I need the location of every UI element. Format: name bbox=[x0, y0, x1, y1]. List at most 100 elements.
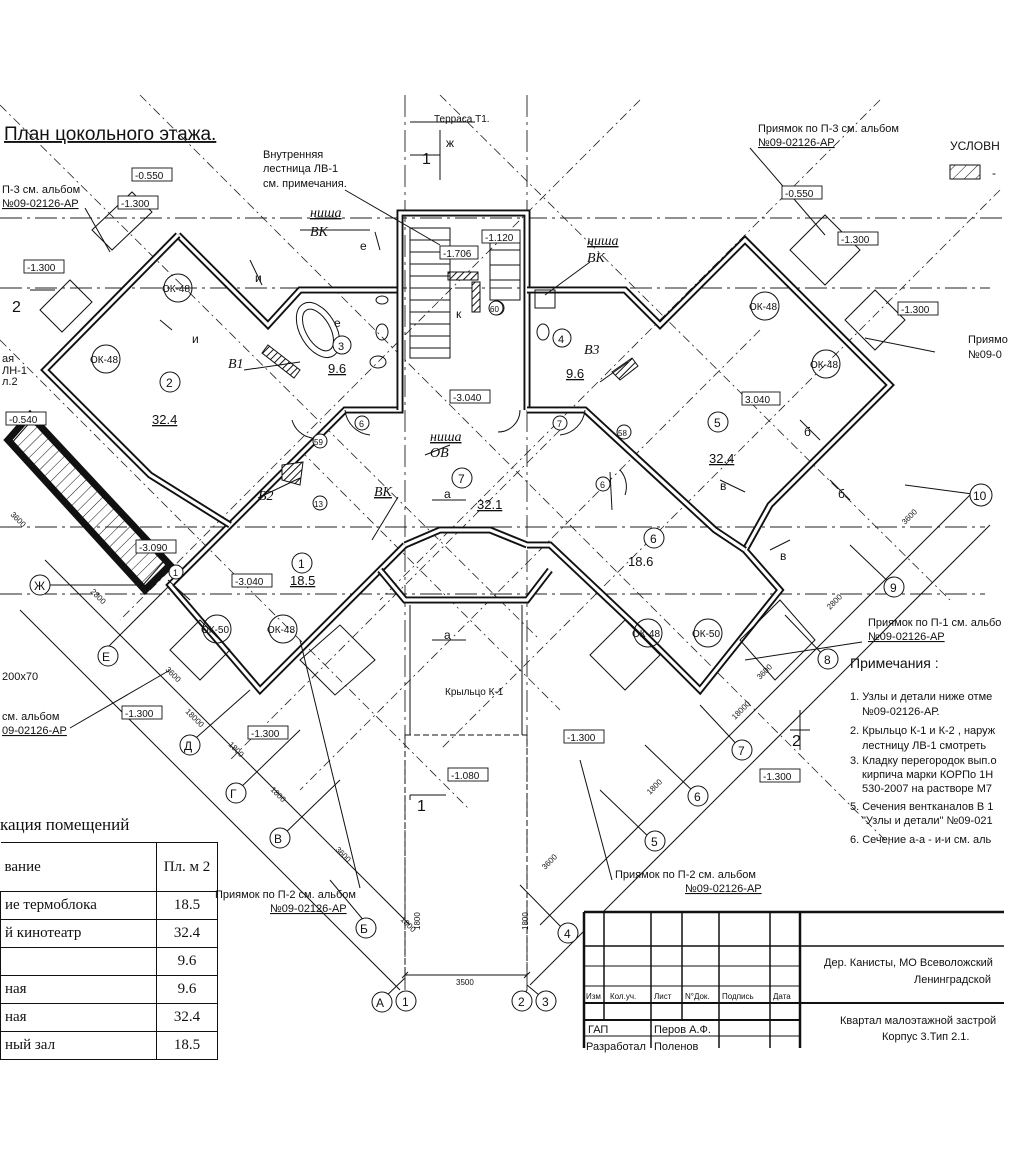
room-area: 9.6 bbox=[328, 361, 346, 376]
room-area: 18.5 bbox=[290, 573, 315, 588]
cut-numbers: 1 1 2 2 bbox=[12, 151, 801, 815]
porch-label: Крыльцо К-1 bbox=[445, 687, 504, 698]
stamp-project: Корпус 3.Тип 2.1. bbox=[882, 1031, 969, 1043]
axis-label: Ж bbox=[34, 579, 45, 593]
level-marks: -0.550 -1.300 -1.300 -0.540 -3.090 -3.04… bbox=[5, 167, 939, 783]
room-name-cell: ный зал bbox=[0, 1031, 157, 1060]
axis-label: Г bbox=[230, 787, 237, 801]
niche-label: ВК bbox=[587, 251, 606, 266]
window-mark: ОК-48 bbox=[810, 360, 838, 371]
legend-title: УСЛОВН bbox=[950, 139, 1000, 153]
window-marks: ОК-48 ОК-48 ОК-48 ОК-48 ОК-50 ОК-48 ОК-4… bbox=[90, 273, 841, 648]
door-mark: 6 bbox=[359, 419, 364, 429]
room-bubble bbox=[332, 335, 352, 355]
stamp-name: Перов А.Ф. bbox=[654, 1024, 711, 1036]
level-mark: -1.120 bbox=[485, 233, 514, 244]
pit-note: П-3 см. альбом bbox=[2, 184, 80, 196]
pit-note: №09-02126-АР bbox=[758, 137, 835, 149]
room-area: 18.6 bbox=[628, 554, 653, 569]
section-letter: в bbox=[780, 549, 786, 563]
left-note: ЛН-1 bbox=[2, 365, 27, 377]
notes-title: Примечания : bbox=[850, 655, 939, 671]
section-cuts bbox=[30, 130, 851, 800]
level-mark: 3.040 bbox=[745, 395, 770, 406]
level-mark: -3.040 bbox=[453, 393, 482, 404]
stamp-col: Лист bbox=[654, 992, 672, 1001]
table-row: ие термоблока 18.5 bbox=[0, 891, 218, 920]
section-letter: к bbox=[456, 307, 462, 321]
window-mark: ОК-48 bbox=[90, 355, 118, 366]
stair-note: Внутренняя bbox=[263, 149, 323, 161]
room-area-cell: 9.6 bbox=[156, 947, 218, 976]
dim-value: 1800 bbox=[645, 777, 664, 796]
axis-label: 7 bbox=[738, 744, 745, 758]
level-mark: -0.550 bbox=[135, 171, 164, 182]
room-area-cell: 9.6 bbox=[156, 975, 218, 1004]
window-mark: ОК-50 bbox=[692, 629, 720, 640]
level-mark: -1.300 bbox=[121, 199, 150, 210]
note-line: 5. Сечения вентканалов В 1 bbox=[850, 801, 993, 813]
niche-label: ниша bbox=[587, 234, 619, 249]
room-area: 9.6 bbox=[566, 366, 584, 381]
section-letter: е bbox=[334, 316, 341, 330]
section-letter: а bbox=[444, 487, 451, 501]
room-area-cell: 18.5 bbox=[156, 1031, 218, 1060]
note-line: кирпича марки КОРПо 1Н bbox=[862, 769, 993, 781]
level-mark: -1.300 bbox=[763, 772, 792, 783]
dim-value: 2800 bbox=[825, 592, 844, 611]
stamp-project: Квартал малоэтажной застрой bbox=[840, 1015, 996, 1027]
pit-outlines bbox=[39, 191, 906, 696]
level-mark: -1.080 bbox=[451, 771, 480, 782]
left-note: л.2 bbox=[2, 376, 18, 388]
room-bubbles: 1 2 3 4 5 6 7 bbox=[159, 328, 729, 574]
section-letter: и bbox=[255, 271, 262, 285]
explication-col-name: вание bbox=[0, 842, 157, 892]
room-number: 1 bbox=[298, 557, 305, 571]
porch-outline bbox=[404, 605, 528, 976]
interior-stair bbox=[409, 227, 521, 359]
cut-number: 1 bbox=[417, 798, 426, 815]
stamp-role: ГАП bbox=[588, 1024, 608, 1036]
door-mark: 60 bbox=[490, 305, 499, 314]
axis-bubbles-letters: Ж Е Д Г В Б А bbox=[29, 574, 393, 1013]
bathroom-fixtures bbox=[295, 289, 556, 369]
stamp-col: Кол.уч. bbox=[610, 992, 636, 1001]
axis-label: 6 bbox=[694, 790, 701, 804]
door-mark: 6 bbox=[600, 480, 605, 490]
stamp-col: N°Док. bbox=[685, 992, 710, 1001]
room-area-cell: 18.5 bbox=[156, 891, 218, 920]
room-number: 7 bbox=[458, 472, 465, 486]
axis-label: 8 bbox=[824, 653, 831, 667]
window-mark: ОК-48 bbox=[632, 629, 660, 640]
dim-value: 3600 bbox=[755, 662, 774, 681]
level-mark: -1.300 bbox=[567, 733, 596, 744]
note-line: 6. Сечение а-а - и-и см. аль bbox=[850, 834, 992, 846]
left-note: ая bbox=[2, 353, 14, 365]
shaft-label: В1 bbox=[228, 357, 244, 372]
stamp-col: Дата bbox=[773, 992, 791, 1001]
dim-value: 1800 bbox=[227, 740, 246, 759]
door-marks: 59 58 13 60 6 7 6 1 bbox=[168, 300, 632, 580]
left-note: 09-02126-АР bbox=[2, 725, 67, 737]
niche-label: ВК bbox=[374, 485, 393, 500]
room-bubble bbox=[451, 467, 473, 489]
dim-value: 1800 bbox=[521, 912, 530, 930]
level-mark: -1.300 bbox=[125, 709, 154, 720]
room-bubble bbox=[552, 328, 572, 348]
room-name-cell: й кинотеатр bbox=[0, 919, 157, 948]
door-mark: 1 bbox=[173, 568, 178, 578]
room-bubble bbox=[291, 552, 313, 574]
table-row: ная 9.6 bbox=[0, 975, 218, 1004]
room-area-cell: 32.4 bbox=[156, 919, 218, 948]
axis-label: 3 bbox=[542, 995, 549, 1009]
level-mark: -1.300 bbox=[841, 235, 870, 246]
axis-label: В bbox=[274, 832, 282, 846]
niche-label: ниша bbox=[310, 206, 342, 221]
room-name-cell bbox=[0, 947, 157, 976]
note-line: "Узлы и детали" №09-021 bbox=[862, 815, 993, 827]
room-area: 32.1 bbox=[477, 497, 502, 512]
room-name-cell: ная bbox=[0, 975, 157, 1004]
explication-col-area: Пл. м 2 bbox=[156, 842, 218, 892]
annotations: Терраса Т1. Внутренняя лестница ЛВ-1 см.… bbox=[2, 114, 1008, 915]
building-walls bbox=[3, 209, 895, 696]
